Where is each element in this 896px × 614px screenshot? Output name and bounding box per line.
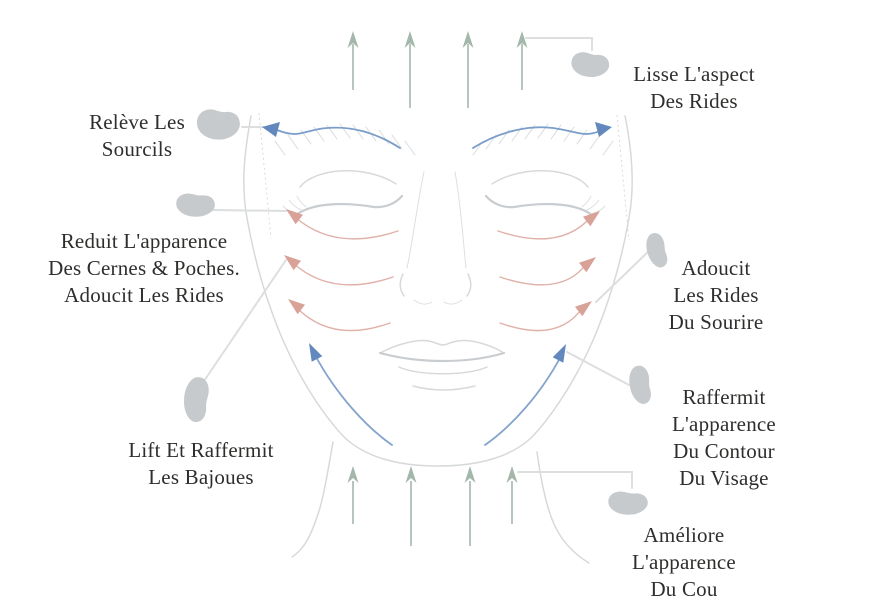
label-line: Lift Et Raffermit <box>128 438 274 462</box>
up-arrow-icon <box>404 31 416 108</box>
jawline-lift-arrows <box>309 343 566 446</box>
label-raffermit-contour-visage: Raffermit L'apparence Du Contour Du Visa… <box>644 384 804 492</box>
label-adoucit-rides-sourire: Adoucit Les Rides Du Sourire <box>636 255 796 336</box>
up-arrow-icon <box>516 31 528 90</box>
label-line: Du Visage <box>679 466 769 490</box>
right-eyebrow-hatching <box>472 123 614 156</box>
up-arrow-icon <box>405 466 417 546</box>
up-arrow-icon <box>347 31 359 90</box>
connector-line <box>203 259 287 382</box>
label-line: Du Cou <box>650 577 718 601</box>
connector-line <box>212 209 288 212</box>
label-line: Raffermit <box>682 385 766 409</box>
brow-sweep-arrows <box>262 122 612 149</box>
brow-sweep-arrow-icon <box>262 122 401 149</box>
label-line: Sourcils <box>101 137 173 161</box>
label-line: L'apparence <box>632 550 736 574</box>
right-eye <box>484 170 606 217</box>
label-line: Du Contour <box>673 439 775 463</box>
cheek-sweep-arrow-icon <box>499 301 592 332</box>
jawline-lift-arrow-icon <box>309 343 393 446</box>
nose <box>399 171 472 305</box>
cheek-sweep-arrow-icon <box>284 255 394 286</box>
label-line: Améliore <box>643 523 725 547</box>
forehead-stroke-arrows <box>347 31 528 108</box>
dashed-temple-line-left <box>258 112 272 239</box>
label-line: Des Rides <box>650 89 738 113</box>
gua-sha-stone-icon <box>182 375 210 424</box>
label-releve-les-sourcils: Relève Les Sourcils <box>57 109 217 163</box>
neck-line-right <box>536 451 590 564</box>
brow-sweep-arrow-icon <box>472 122 612 149</box>
label-line: L'apparence <box>672 412 776 436</box>
label-line: Adoucit Les Rides <box>64 283 224 307</box>
up-arrow-icon <box>464 466 476 546</box>
up-arrow-icon <box>347 466 359 524</box>
label-line: Des Cernes & Poches. <box>48 256 240 280</box>
label-lisse-laspect-des-rides: Lisse L'aspect Des Rides <box>599 61 789 115</box>
connector-line <box>595 249 651 303</box>
gua-sha-stone-icon <box>175 192 216 218</box>
label-ameliore-apparence-cou: Améliore L'apparence Du Cou <box>604 522 764 603</box>
jawline-lift-arrow-icon <box>484 344 566 446</box>
label-line: Reduit L'apparence <box>60 229 228 253</box>
up-arrow-icon <box>506 466 518 524</box>
label-line: Relève Les <box>89 110 185 134</box>
neck-stroke-arrows <box>347 466 518 546</box>
up-arrow-icon <box>462 31 474 108</box>
label-line: Du Sourire <box>668 310 764 334</box>
cheek-sweep-arrow-icon <box>499 257 596 286</box>
connector-line <box>517 471 633 489</box>
neck-line-left <box>291 441 334 558</box>
connector-line <box>566 351 630 386</box>
label-line: Lisse L'aspect <box>633 62 755 86</box>
connector-lines <box>203 37 651 489</box>
dashed-temple-line-right <box>616 114 630 241</box>
cheek-sweep-arrow-icon <box>286 209 399 240</box>
cheek-sweep-arrow-icon <box>288 299 391 332</box>
label-line: Les Bajoues <box>148 465 254 489</box>
label-line: Les Rides <box>673 283 759 307</box>
chin-crease <box>412 385 476 391</box>
cheek-sweep-arrow-icon <box>497 211 600 240</box>
face-outline <box>243 115 633 564</box>
label-reduit-cernes-poches: Reduit L'apparence Des Cernes & Poches. … <box>24 228 264 309</box>
connector-line <box>525 37 593 51</box>
gua-sha-stone-icon <box>607 490 649 516</box>
label-line: Adoucit <box>681 256 751 280</box>
cheek-sweep-arrows <box>284 209 600 332</box>
label-lift-raffermit-bajoues: Lift Et Raffermit Les Bajoues <box>101 437 301 491</box>
left-eye <box>282 170 404 217</box>
lips <box>378 339 506 375</box>
